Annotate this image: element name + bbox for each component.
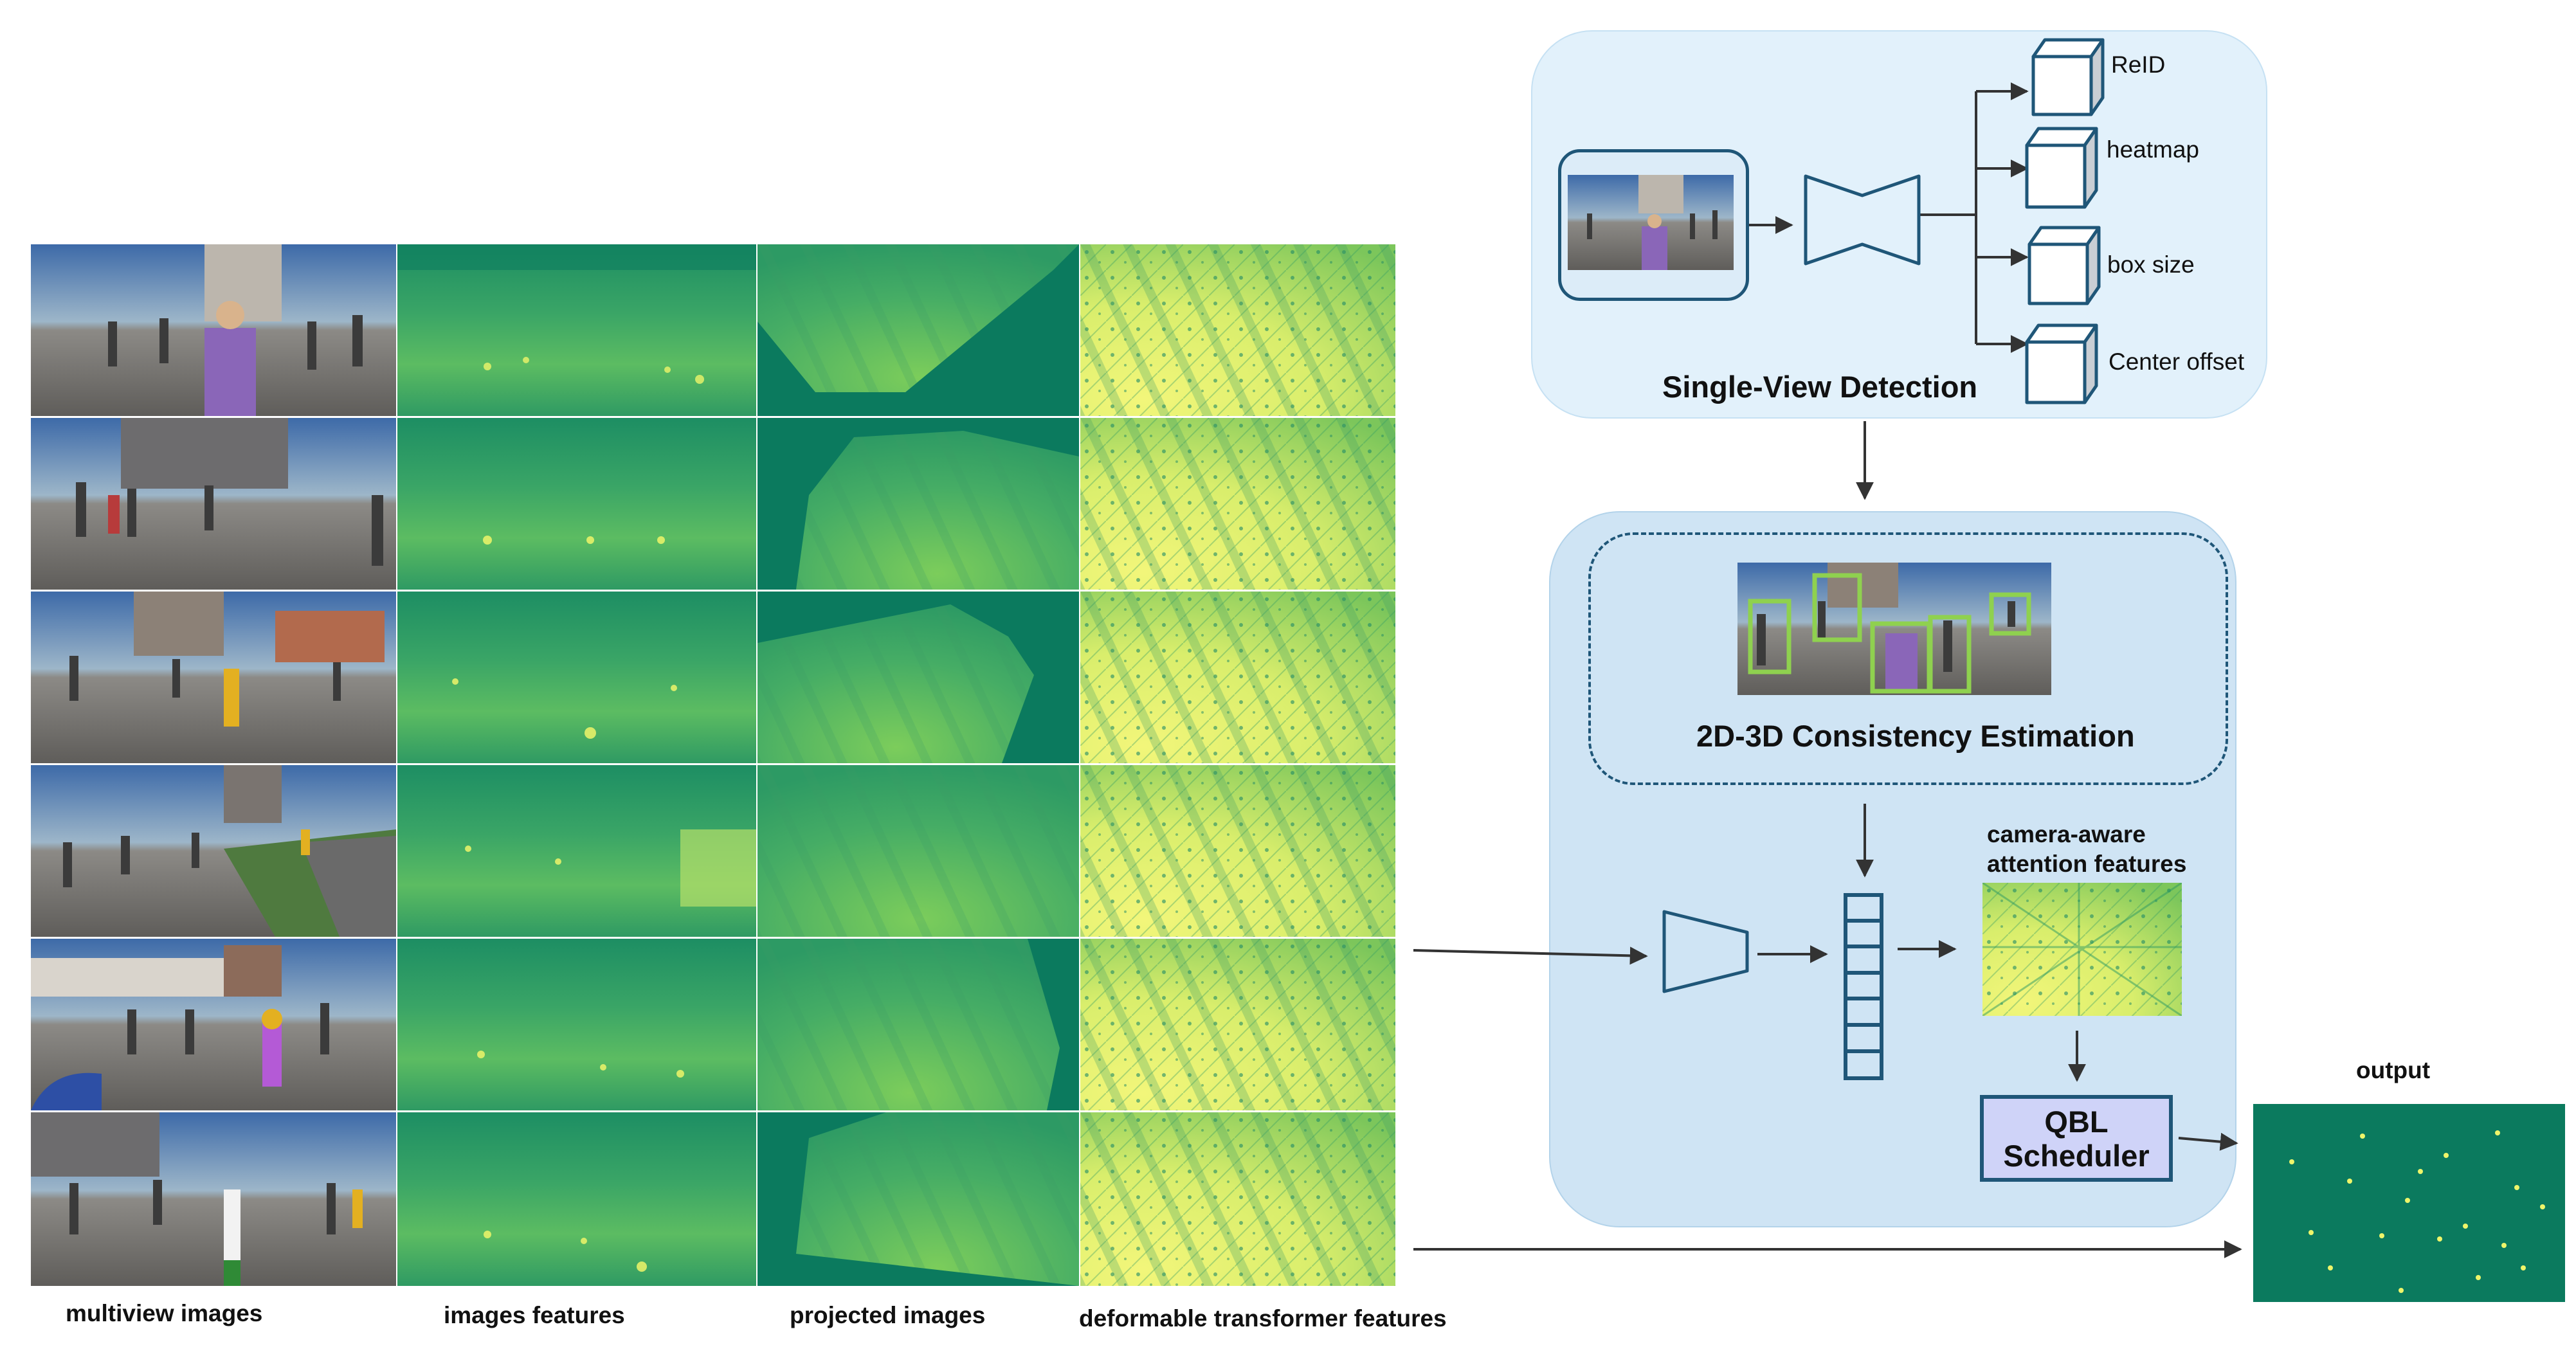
single-view-input-image [1568,175,1734,270]
output-label: output [2356,1057,2431,1083]
attention-features-text: camera-aware attention features [1987,821,2187,877]
image-feature-map [397,1112,756,1286]
arrow [2178,1132,2238,1151]
box-size-label: box size [2107,251,2195,278]
projected-image-map [757,244,1079,416]
deformable-feature-map [1080,1112,1395,1286]
multiview-image [31,592,396,763]
image-feature-map [397,244,756,416]
multiview-image [31,244,396,416]
attention-features-label: camera-aware attention features [1987,820,2218,879]
reid-label: ReID [2111,51,2166,78]
deformable-features-caption: deformable transformer features [1079,1305,1447,1332]
detection-box [1928,615,1972,694]
deformable-feature-map [1080,765,1395,937]
center-offset-label: Center offset [2109,348,2245,375]
heatmap-label: heatmap [2107,136,2199,163]
image-feature-map [397,592,756,763]
qbl-line1: QBL [2044,1104,2109,1139]
projected-image-map [757,592,1079,763]
multiview-image [31,418,396,590]
image-features-caption: images features [444,1302,625,1328]
projected-image-map [757,418,1079,590]
detection-box [1989,592,2031,636]
consistency-estimation-block [1588,532,2228,785]
deformable-feature-map [1080,592,1395,763]
cube-icon [2031,38,2105,116]
encoder-decoder-icon [1804,174,1921,266]
multiview-images-caption: multiview images [66,1300,263,1326]
image-feature-map [397,418,756,590]
projected-images-caption: projected images [790,1302,986,1328]
vector-stack-icon [1844,893,1883,1080]
projected-image-map [757,1112,1079,1286]
cube-icon [2025,127,2098,209]
multiview-image [31,939,396,1110]
consistency-estimation-title: 2D-3D Consistency Estimation [1696,719,2135,753]
multiview-image [31,1112,396,1286]
attention-feature-map [1982,883,2182,1016]
consistency-input-image [1737,563,2051,695]
detection-box [1812,573,1862,642]
deformable-feature-map [1080,244,1395,416]
deformable-feature-map [1080,418,1395,590]
detection-box [1748,599,1791,674]
multiview-image [31,765,396,937]
deformable-feature-map [1080,939,1395,1110]
projected-image-map [757,939,1079,1110]
arrow [1413,946,1648,965]
cube-icon [2027,226,2101,305]
cube-icon [2025,323,2098,404]
image-feature-map [397,765,756,937]
image-feature-map [397,939,756,1110]
single-view-detection-title: Single-View Detection [1662,370,1978,404]
qbl-scheduler-block: QBL Scheduler [1980,1095,2173,1182]
projected-image-map [757,765,1079,937]
trapezoid-icon [1662,910,1749,993]
output-map [2253,1104,2565,1302]
image-grid [31,244,1395,1286]
qbl-line2: Scheduler [2003,1138,2150,1173]
